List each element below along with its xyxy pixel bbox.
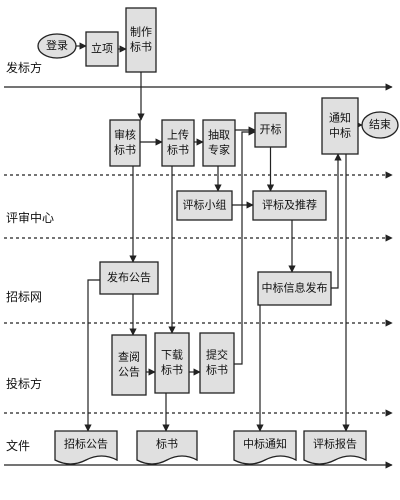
node-label-kaibiao-0: 开标 bbox=[260, 122, 282, 136]
node-label-lixiang-0: 立项 bbox=[91, 41, 113, 55]
node-doc_gonggao: 招标公告 bbox=[54, 430, 118, 465]
node-pingbiao_xz: 评标小组 bbox=[176, 190, 233, 221]
node-doc_tongzhi: 中标通知 bbox=[233, 430, 297, 465]
node-label-shenhe-1: 标书 bbox=[114, 143, 136, 157]
node-shape-tijiao bbox=[199, 332, 235, 394]
node-shape-start bbox=[37, 33, 77, 59]
node-shape-zhongbiao_fb bbox=[257, 271, 332, 306]
node-label-xiazai-0: 下载 bbox=[161, 349, 183, 362]
node-shape-zhizuo bbox=[125, 7, 157, 73]
node-label-tongzhi-1: 中标 bbox=[329, 126, 351, 140]
node-label-end-0: 结束 bbox=[369, 118, 391, 131]
node-label-shenhe-0: 审核 bbox=[114, 128, 136, 142]
node-doc_baogao: 评标报告 bbox=[303, 430, 367, 465]
edge-tijiao-to-kaibiao bbox=[234, 128, 256, 365]
lane-separators bbox=[4, 83, 393, 469]
node-label-chouqu-1: 专家 bbox=[208, 143, 230, 157]
node-doc_biaoshu: 标书 bbox=[136, 430, 198, 465]
node-label-zhongbiao_fb-0: 中标信息发布 bbox=[262, 281, 328, 295]
node-start: 登录 bbox=[37, 33, 77, 59]
node-shape-doc_gonggao bbox=[54, 430, 118, 465]
node-end: 结束 bbox=[361, 111, 399, 139]
node-label-pingbiao_tj-0: 评标及推荐 bbox=[262, 198, 317, 212]
node-label-doc_gonggao-0: 招标公告 bbox=[64, 437, 108, 451]
edge-zhongbiao_fb-to-tongzhi bbox=[331, 153, 342, 289]
node-label-tijiao-1: 标书 bbox=[206, 363, 228, 377]
node-label-zhizuo-1: 标书 bbox=[130, 40, 152, 54]
node-shape-tongzhi bbox=[321, 97, 359, 155]
node-shape-doc_baogao bbox=[303, 430, 367, 465]
nodes: 登录立项制作标书审核标书上传标书抽取专家开标通知中标结束评标小组评标及推荐发布公… bbox=[37, 7, 399, 465]
node-label-tongzhi-0: 通知 bbox=[329, 111, 351, 125]
node-label-chayue-1: 公告 bbox=[118, 366, 140, 379]
node-label-xiazai-1: 标书 bbox=[161, 363, 183, 377]
lane-labels: 发标方 评审中心 招标网 投标方 文件 bbox=[6, 60, 54, 453]
node-label-chouqu-0: 抽取 bbox=[208, 128, 230, 142]
node-kaibiao: 开标 bbox=[254, 112, 287, 148]
node-shape-fabu bbox=[99, 261, 159, 295]
node-shape-shangchuan bbox=[161, 119, 195, 167]
node-label-pingbiao_xz-0: 评标小组 bbox=[183, 198, 227, 212]
node-label-start-0: 登录 bbox=[46, 38, 68, 52]
lane-label-l1: 发标方 bbox=[6, 60, 42, 75]
node-zhongbiao_fb: 中标信息发布 bbox=[257, 271, 332, 306]
node-label-tijiao-0: 提交 bbox=[206, 348, 228, 362]
node-label-doc_biaoshu-0: 标书 bbox=[156, 437, 178, 451]
node-shape-chayue bbox=[111, 334, 147, 396]
node-shape-pingbiao_tj bbox=[252, 190, 327, 221]
node-fabu: 发布公告 bbox=[99, 261, 159, 295]
node-label-doc_tongzhi-0: 中标通知 bbox=[243, 437, 287, 451]
node-shape-xiazai bbox=[154, 332, 190, 394]
node-shape-doc_tongzhi bbox=[233, 430, 297, 465]
node-shape-chouqu bbox=[202, 119, 236, 167]
node-label-doc_baogao-0: 评标报告 bbox=[313, 437, 357, 451]
lane-label-l2: 评审中心 bbox=[6, 210, 54, 225]
node-label-fabu-0: 发布公告 bbox=[107, 270, 151, 284]
node-shape-kaibiao bbox=[254, 112, 287, 148]
node-label-shangchuan-0: 上传 bbox=[167, 129, 189, 142]
node-pingbiao_tj: 评标及推荐 bbox=[252, 190, 327, 221]
node-lixiang: 立项 bbox=[85, 31, 119, 67]
node-label-chayue-0: 查阅 bbox=[118, 350, 140, 364]
node-label-shangchuan-1: 标书 bbox=[167, 143, 189, 157]
node-shape-pingbiao_xz bbox=[176, 190, 233, 221]
edges bbox=[76, 42, 363, 432]
edge-fabu-to-doc_gonggao bbox=[84, 279, 100, 432]
lane-label-l3: 招标网 bbox=[6, 290, 42, 304]
lane-label-l5: 文件 bbox=[6, 438, 30, 453]
node-shape-lixiang bbox=[85, 31, 119, 67]
node-shape-doc_biaoshu bbox=[136, 430, 198, 465]
node-shape-shenhe bbox=[109, 119, 141, 167]
node-label-zhizuo-0: 制作 bbox=[130, 26, 152, 39]
node-shape-end bbox=[361, 111, 399, 139]
lane-label-l4: 投标方 bbox=[6, 376, 42, 391]
